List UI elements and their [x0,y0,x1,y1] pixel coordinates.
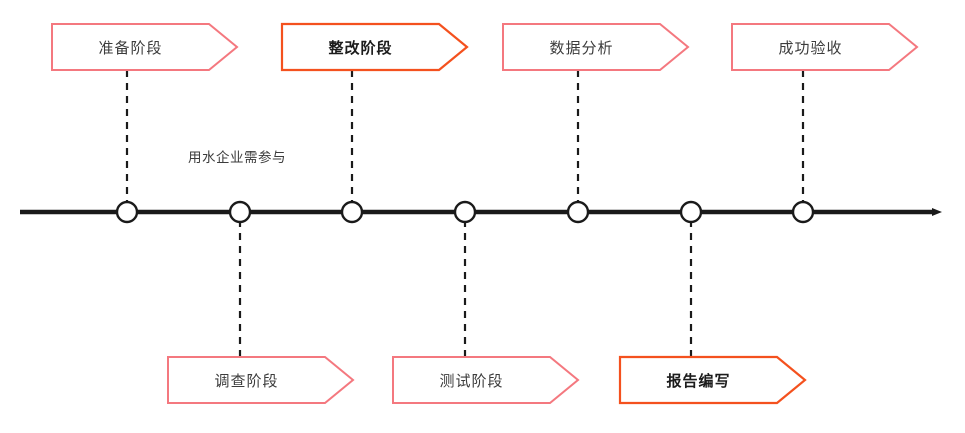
stage-chevron-bottom-1[interactable] [167,356,355,404]
timeline-marker-5[interactable] [566,200,590,224]
timeline-marker-1[interactable] [115,200,139,224]
timeline-marker-3[interactable] [340,200,364,224]
stage-chevron-bottom-2[interactable] [392,356,580,404]
timeline-marker-7[interactable] [791,200,815,224]
stage-chevron-bottom-3[interactable] [618,355,807,405]
timeline-marker-2[interactable] [228,200,252,224]
timeline-marker-4[interactable] [453,200,477,224]
connector-lines [125,70,805,357]
stage-chevron-top-4[interactable] [731,23,919,71]
annotation-water-enterprise: 用水企业需参与 [188,150,286,165]
timeline-marker-6[interactable] [679,200,703,224]
stage-chevron-top-3[interactable] [502,23,690,71]
stage-chevron-top-2[interactable] [280,22,469,72]
timeline-markers [115,200,815,224]
chevron-shapes [51,22,919,405]
stage-chevron-top-1[interactable] [51,23,239,71]
